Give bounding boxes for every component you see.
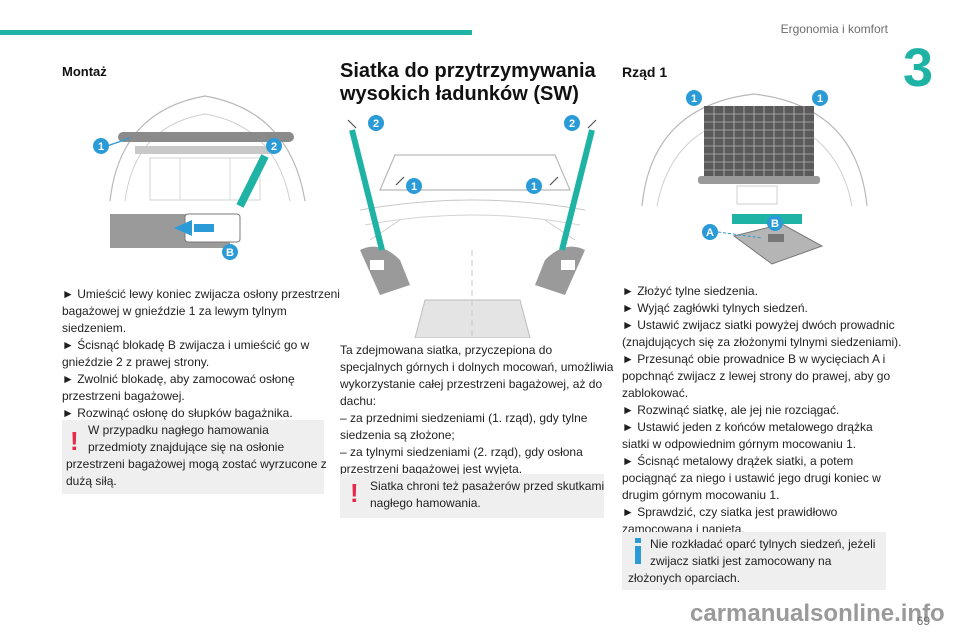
callout-1-right bbox=[812, 90, 828, 106]
info-icon bbox=[635, 538, 641, 564]
exclamation-icon: ! bbox=[350, 478, 359, 508]
col2-paragraph: Ta zdejmowana siatka, przyczepiona do sp… bbox=[340, 343, 614, 476]
svg-text:2: 2 bbox=[373, 118, 379, 130]
svg-text:1: 1 bbox=[98, 141, 104, 153]
callout-1-left bbox=[686, 90, 702, 106]
svg-text:B: B bbox=[771, 218, 779, 230]
callout-A bbox=[702, 224, 718, 240]
col1-warning-box bbox=[62, 420, 324, 494]
col3-paragraph: ► Złożyć tylne siedzenia. ► Wyjąć zagłów… bbox=[622, 284, 902, 536]
callout-2-left bbox=[368, 115, 384, 131]
col3-info-text: Nie rozkładać oparć tylnych siedzeń, jeż… bbox=[628, 537, 876, 585]
callout-2 bbox=[266, 138, 282, 154]
callout-2-right bbox=[564, 115, 580, 131]
callout-B bbox=[767, 215, 783, 231]
col2-warning-box bbox=[340, 474, 604, 518]
callout-1-left bbox=[406, 178, 422, 194]
section-title: Ergonomia i komfort bbox=[780, 22, 888, 36]
svg-text:1: 1 bbox=[817, 93, 823, 105]
header-accent-bar bbox=[0, 30, 472, 35]
callout-B bbox=[222, 244, 238, 260]
chapter-number: 3 bbox=[903, 38, 934, 98]
col2-figure-cargo-net: 2 2 1 1 bbox=[347, 115, 597, 338]
col2-heading: Siatka do przytrzymywania wysokich ładun… bbox=[340, 60, 596, 105]
col3-figure-row1-net: 1 1 B A bbox=[641, 90, 868, 265]
page-number: 69 bbox=[916, 614, 930, 628]
col1-warning-text: W przypadku nagłego hamowania przedmioty… bbox=[66, 423, 327, 488]
col3-heading: Rząd 1 bbox=[622, 64, 668, 80]
watermark: carmanualsonline.info bbox=[690, 600, 945, 627]
col3-info-box bbox=[622, 532, 886, 590]
svg-text:1: 1 bbox=[691, 93, 697, 105]
col1-heading: Montaż bbox=[62, 64, 107, 79]
svg-text:2: 2 bbox=[271, 141, 277, 153]
callout-1 bbox=[93, 138, 109, 154]
callout-1-right bbox=[526, 178, 542, 194]
exclamation-icon: ! bbox=[70, 426, 79, 456]
svg-text:B: B bbox=[226, 247, 234, 259]
svg-text:1: 1 bbox=[411, 181, 417, 193]
svg-text:A: A bbox=[706, 227, 714, 239]
col1-figure-cargo-cover: 1 2 B bbox=[93, 95, 306, 260]
svg-text:2: 2 bbox=[569, 118, 575, 130]
col1-paragraph: ► Umieścić lewy koniec zwijacza osłony p… bbox=[62, 287, 340, 420]
col2-warning-text: Siatka chroni też pasażerów przed skutka… bbox=[370, 479, 605, 510]
svg-text:1: 1 bbox=[531, 181, 537, 193]
